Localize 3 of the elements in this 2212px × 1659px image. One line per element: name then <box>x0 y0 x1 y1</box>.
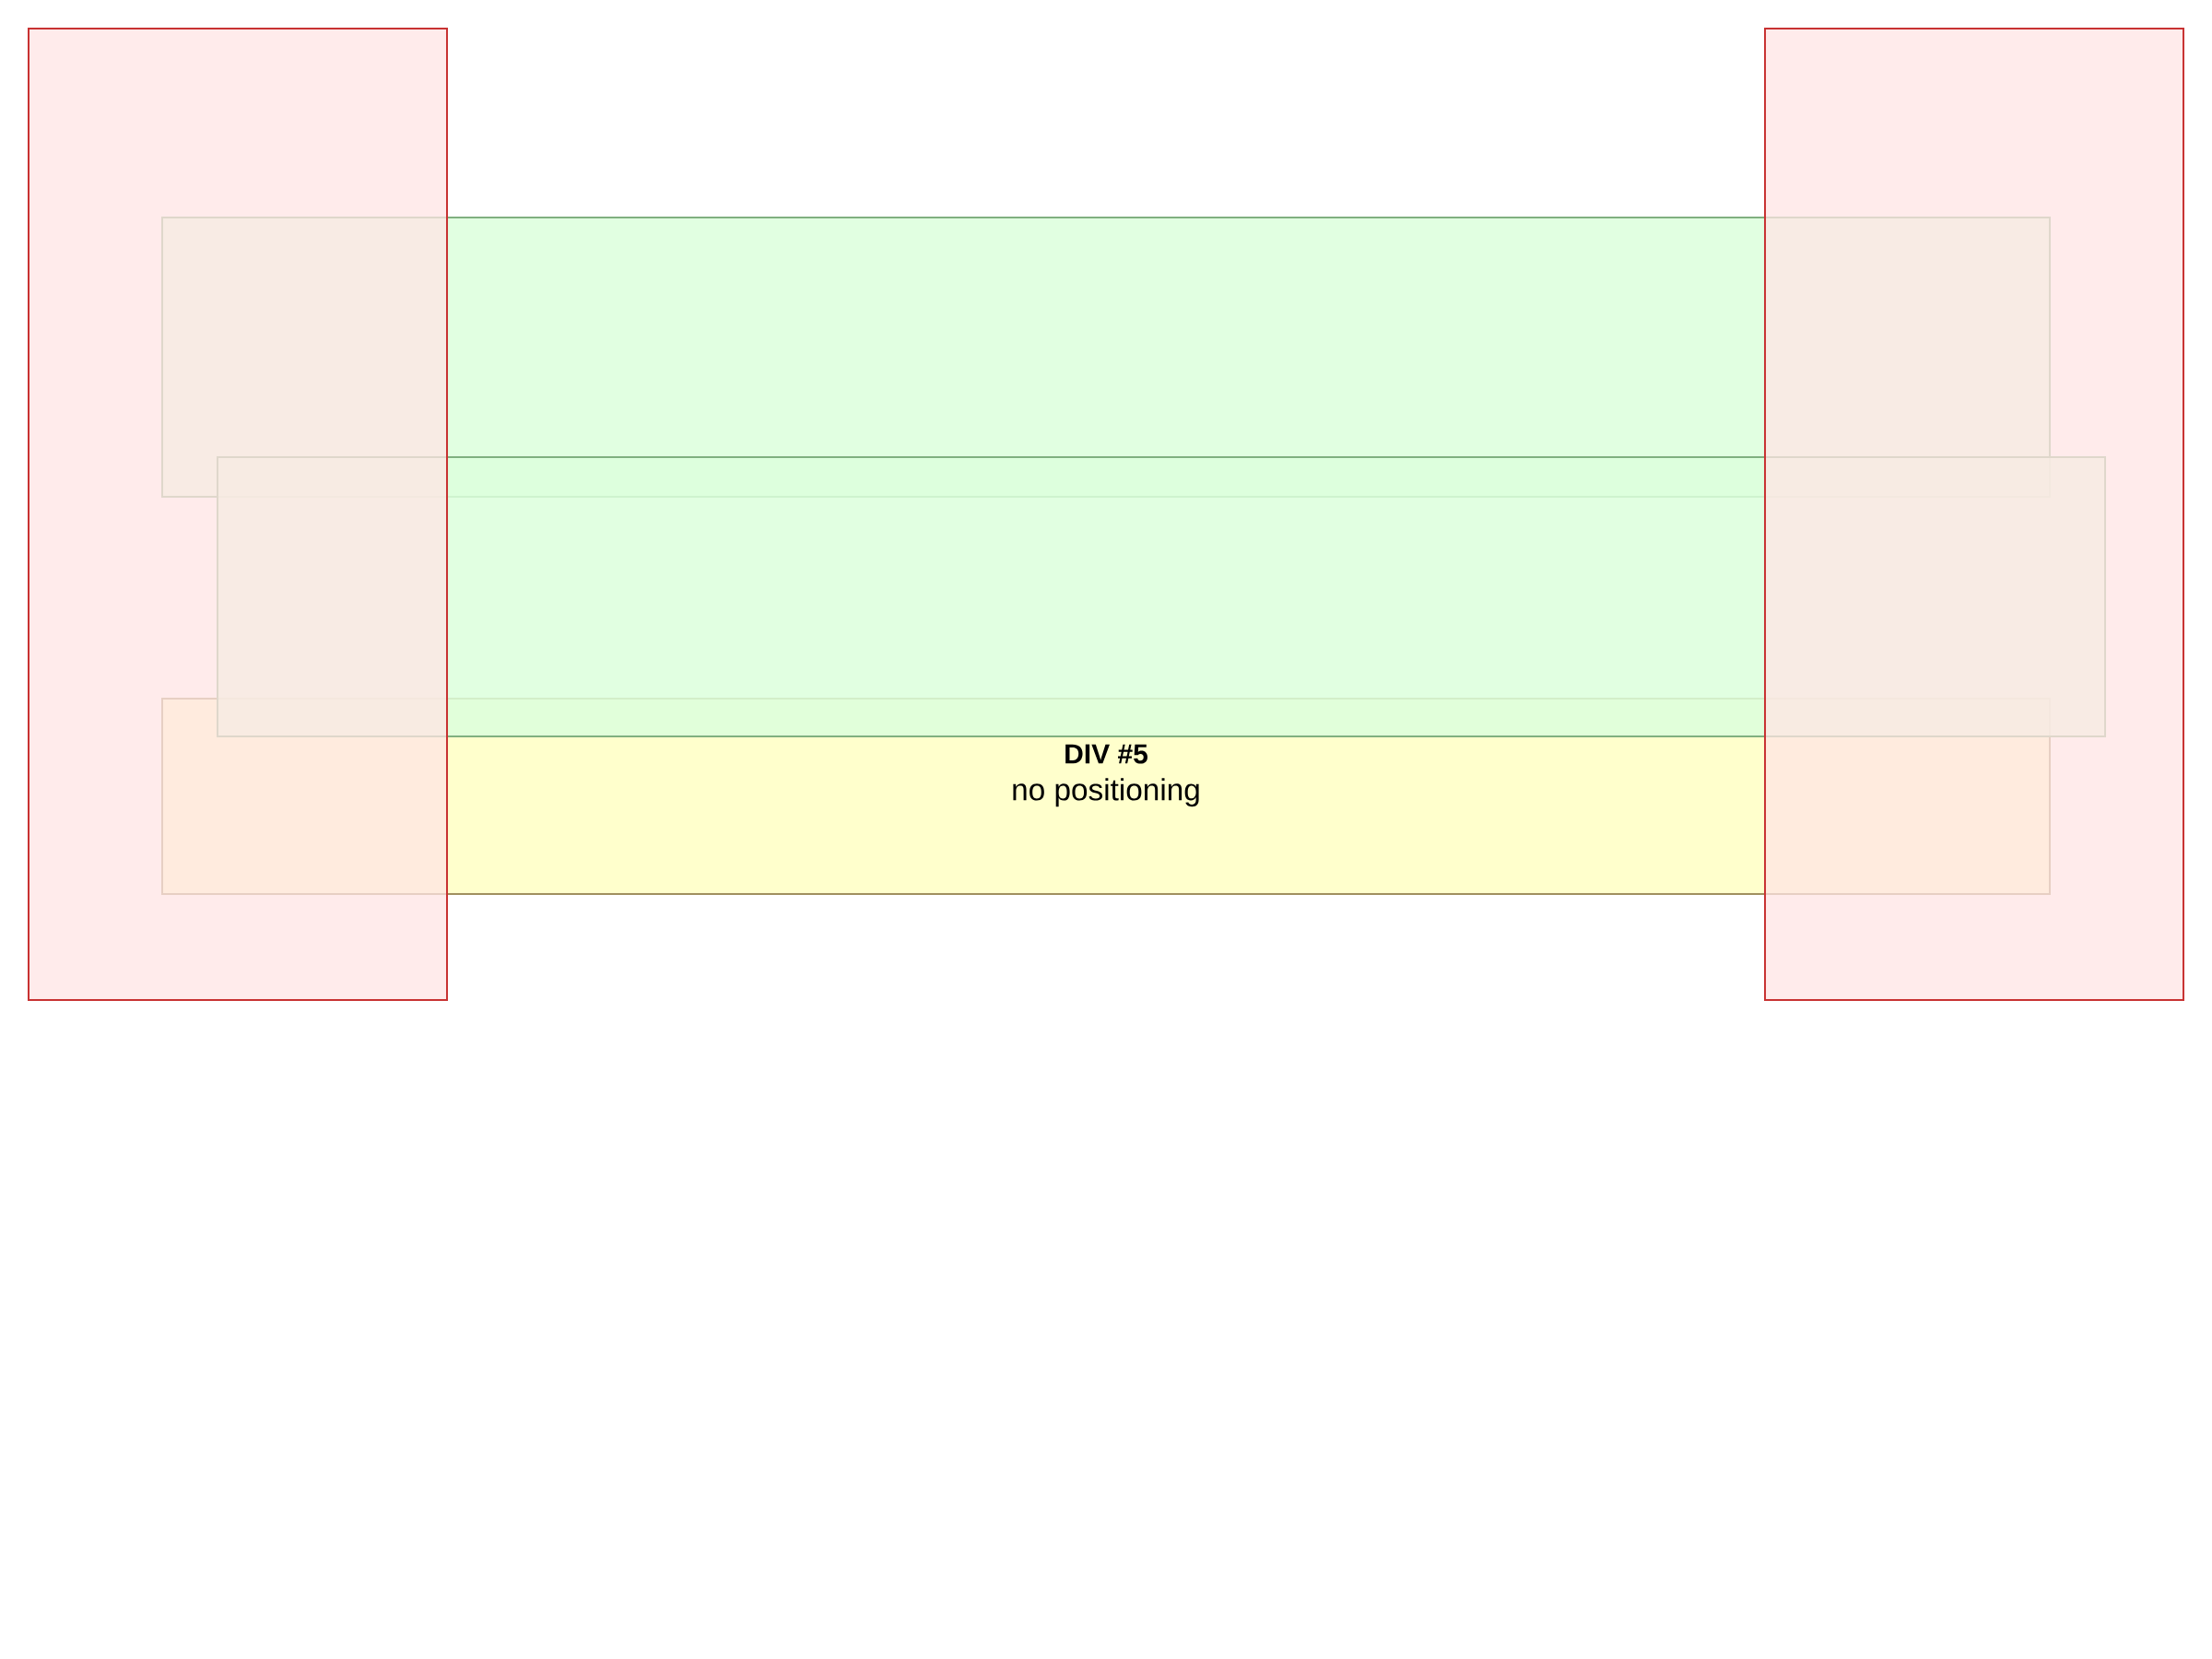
empty-box <box>1764 27 2185 1001</box>
div-label: DIV #5 no positioning <box>1013 744 1199 807</box>
empty-box <box>28 27 448 1001</box>
